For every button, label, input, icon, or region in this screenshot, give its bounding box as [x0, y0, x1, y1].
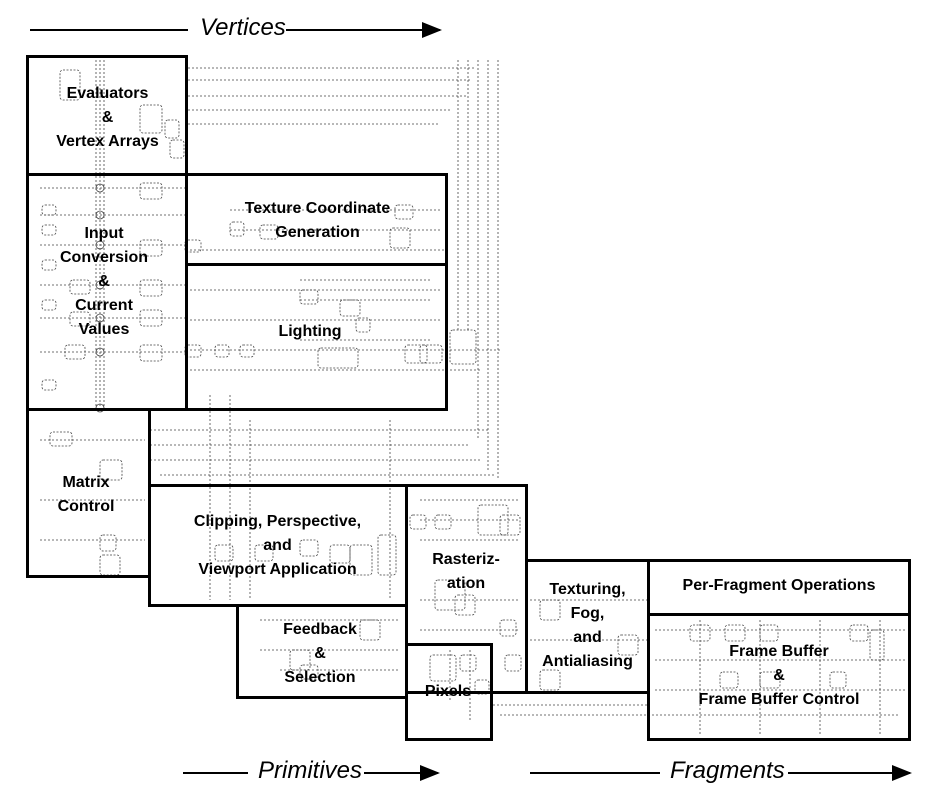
- component-box: [829, 671, 847, 689]
- component-box: [299, 289, 319, 305]
- component-box: [449, 329, 477, 365]
- component-box: [99, 459, 123, 481]
- component-box: [41, 204, 57, 216]
- component-box: [759, 624, 779, 642]
- component-box: [409, 514, 427, 530]
- flow-label-fragments: Fragments: [670, 757, 785, 784]
- bus-junction: [95, 240, 105, 250]
- component-box: [719, 671, 739, 689]
- component-box: [259, 224, 279, 240]
- component-box: [164, 119, 180, 139]
- label-evaluators: Evaluators&Vertex Arrays: [56, 85, 159, 150]
- component-box: [404, 344, 428, 364]
- component-box: [299, 539, 319, 557]
- component-box: [389, 227, 411, 249]
- component-box: [254, 544, 274, 562]
- component-box: [459, 654, 477, 672]
- component-box: [499, 619, 517, 637]
- component-box: [355, 317, 371, 333]
- component-box: [474, 679, 490, 695]
- label-pixels: Pixels: [424, 683, 472, 700]
- component-box: [59, 69, 81, 101]
- component-box: [99, 534, 117, 552]
- component-box: [617, 634, 639, 656]
- label-lighting: Lighting: [278, 323, 342, 340]
- bus-junction: [95, 183, 105, 193]
- label-frame-buffer: Frame Buffer&Frame Buffer Control: [698, 643, 860, 708]
- label-rasterization: Rasteriz-ation: [432, 551, 500, 592]
- component-box: [64, 344, 86, 360]
- component-box: [349, 544, 373, 576]
- component-box: [139, 182, 163, 200]
- component-box: [169, 139, 185, 159]
- component-box: [214, 544, 234, 562]
- component-box: [454, 594, 476, 616]
- component-box: [299, 664, 319, 680]
- component-box: [317, 347, 359, 369]
- component-box: [849, 624, 869, 642]
- component-box: [759, 671, 781, 689]
- component-box: [41, 379, 57, 391]
- component-box: [477, 504, 509, 536]
- flow-label-vertices: Vertices: [200, 14, 286, 41]
- component-box: [377, 534, 397, 576]
- component-box: [724, 624, 746, 642]
- component-box: [49, 431, 73, 447]
- component-box: [419, 344, 443, 364]
- component-box: [239, 344, 255, 358]
- component-box: [499, 514, 521, 536]
- component-box: [41, 224, 57, 236]
- component-box: [41, 299, 57, 311]
- component-box: [539, 669, 561, 691]
- component-box: [394, 204, 414, 220]
- component-box: [69, 311, 91, 327]
- component-box: [289, 649, 311, 671]
- component-box: [434, 579, 466, 611]
- block-frame-buffer: [647, 613, 911, 741]
- component-box: [339, 299, 361, 317]
- component-box: [139, 309, 163, 327]
- component-box: [139, 104, 163, 134]
- component-box: [139, 239, 163, 257]
- component-box: [229, 221, 245, 237]
- component-box: [434, 514, 452, 530]
- label-feedback-selection: Feedback&Selection: [283, 621, 357, 686]
- block-pixels: [405, 643, 493, 741]
- bus-junction: [95, 210, 105, 220]
- bus-junction: [95, 347, 105, 357]
- component-box: [139, 344, 163, 362]
- component-box: [359, 619, 381, 641]
- component-box: [214, 344, 230, 358]
- component-box: [139, 279, 163, 297]
- component-box: [539, 599, 561, 621]
- block-lighting: [185, 263, 448, 411]
- component-box: [689, 624, 711, 642]
- component-box: [99, 554, 121, 576]
- bus-junction: [95, 313, 105, 323]
- label-per-fragment-operations: Per-Fragment Operations: [682, 577, 876, 594]
- component-box: [504, 654, 522, 672]
- flow-label-primitives: Primitives: [258, 757, 363, 784]
- component-box: [41, 259, 57, 271]
- component-box: [69, 279, 91, 295]
- component-box: [869, 629, 885, 661]
- bus-junction: [95, 280, 105, 290]
